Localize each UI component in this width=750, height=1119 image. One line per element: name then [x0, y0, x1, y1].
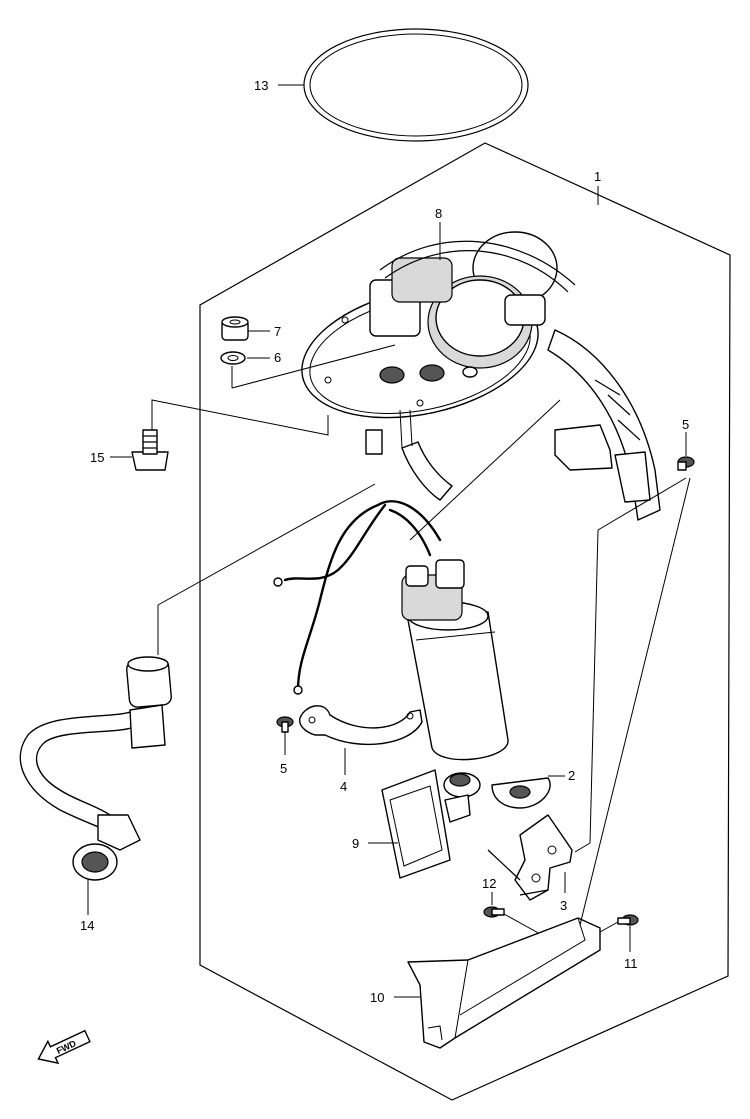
nut-7	[221, 316, 249, 341]
leader-5-right-to-bracket	[597, 477, 687, 531]
fwd-arrow-icon: FWD	[37, 1029, 91, 1065]
leader-frame-to-sender	[579, 477, 691, 926]
label-10: 10	[370, 990, 384, 1005]
plate-barb	[365, 429, 383, 455]
wiring-harness	[273, 500, 442, 695]
label-6: 6	[274, 350, 281, 365]
bracket-3	[487, 814, 573, 901]
label-1: 1	[594, 169, 601, 184]
label-2: 2	[568, 768, 575, 783]
leader-pump-to-plate	[409, 399, 561, 541]
label-11: 11	[624, 956, 638, 971]
label-4: 4	[340, 779, 347, 794]
leader-15-bracket	[151, 399, 329, 436]
label-5-right: 5	[682, 417, 689, 432]
label-3: 3	[560, 898, 567, 913]
leader-2-to-frame	[589, 529, 599, 844]
label-9: 9	[352, 836, 359, 851]
leader-plate-to-hose	[157, 483, 376, 606]
fitting-15	[131, 429, 169, 471]
washer-6	[220, 351, 246, 365]
screw-12	[483, 906, 505, 918]
pump-inlet	[443, 772, 481, 798]
fuel-pump	[401, 559, 509, 761]
screw-5-left	[276, 716, 294, 733]
label-14: 14	[80, 918, 94, 933]
hose-on-plate	[401, 441, 453, 501]
label-13: 13	[254, 78, 268, 93]
label-8: 8	[435, 206, 442, 221]
assembly-frame	[199, 142, 731, 1101]
screw-11	[617, 914, 639, 926]
wire-bundle	[399, 409, 413, 449]
label-15: 15	[90, 450, 104, 465]
filter-9	[381, 769, 471, 879]
fuel-hose-14	[19, 656, 172, 881]
label-7: 7	[274, 324, 281, 339]
label-12: 12	[482, 876, 496, 891]
screw-5-right	[677, 456, 695, 471]
label-5-left: 5	[280, 761, 287, 776]
leader-6-7-to-plate	[231, 344, 396, 389]
cushion-2	[491, 777, 551, 809]
pump-cover-plate-8	[301, 231, 576, 419]
pump-clamp-4	[298, 705, 423, 746]
level-sender-10	[407, 917, 601, 1049]
level-sensor-arm	[547, 329, 661, 521]
o-ring-13	[303, 28, 529, 142]
